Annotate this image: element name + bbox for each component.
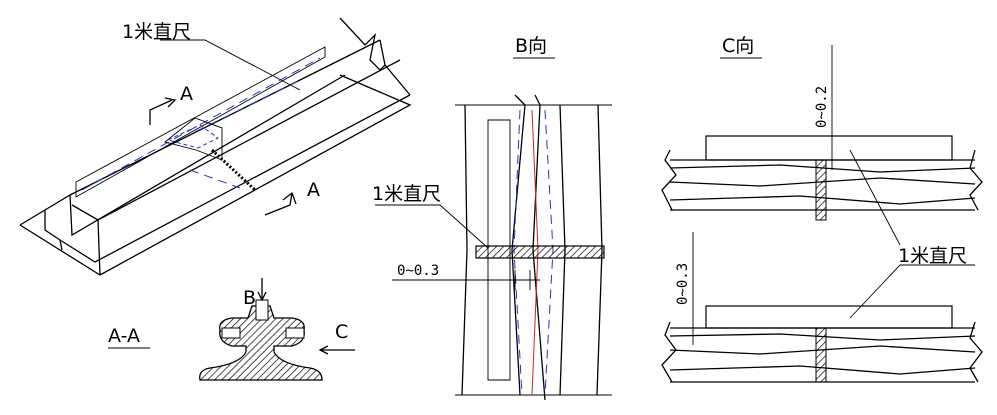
- ruler-label-b: 1米直尺: [372, 183, 441, 205]
- section-title: A-A: [108, 325, 140, 347]
- rail-cross-section: [199, 278, 355, 381]
- ruler-label-c: 1米直尺: [898, 245, 967, 267]
- view-arrow-b-label: B: [243, 287, 256, 309]
- gap-dimension-c-bottom: 0~0.3: [675, 263, 691, 305]
- ruler-label-main: 1米直尺: [122, 21, 191, 43]
- section-arrow-label-a-bottom: A: [307, 179, 320, 201]
- gap-dimension-c-top: 0~0.2: [814, 86, 830, 128]
- view-c-drawing: [661, 45, 983, 383]
- view-c-title: C向: [722, 35, 754, 57]
- view-arrow-c-label: C: [335, 321, 348, 343]
- view-b-drawing: [375, 94, 612, 401]
- isometric-rail-view: [19, 17, 412, 276]
- section-arrow-label-a-top: A: [180, 83, 193, 105]
- gap-dimension-b: 0~0.3: [397, 263, 439, 279]
- view-b-title: B向: [515, 35, 547, 57]
